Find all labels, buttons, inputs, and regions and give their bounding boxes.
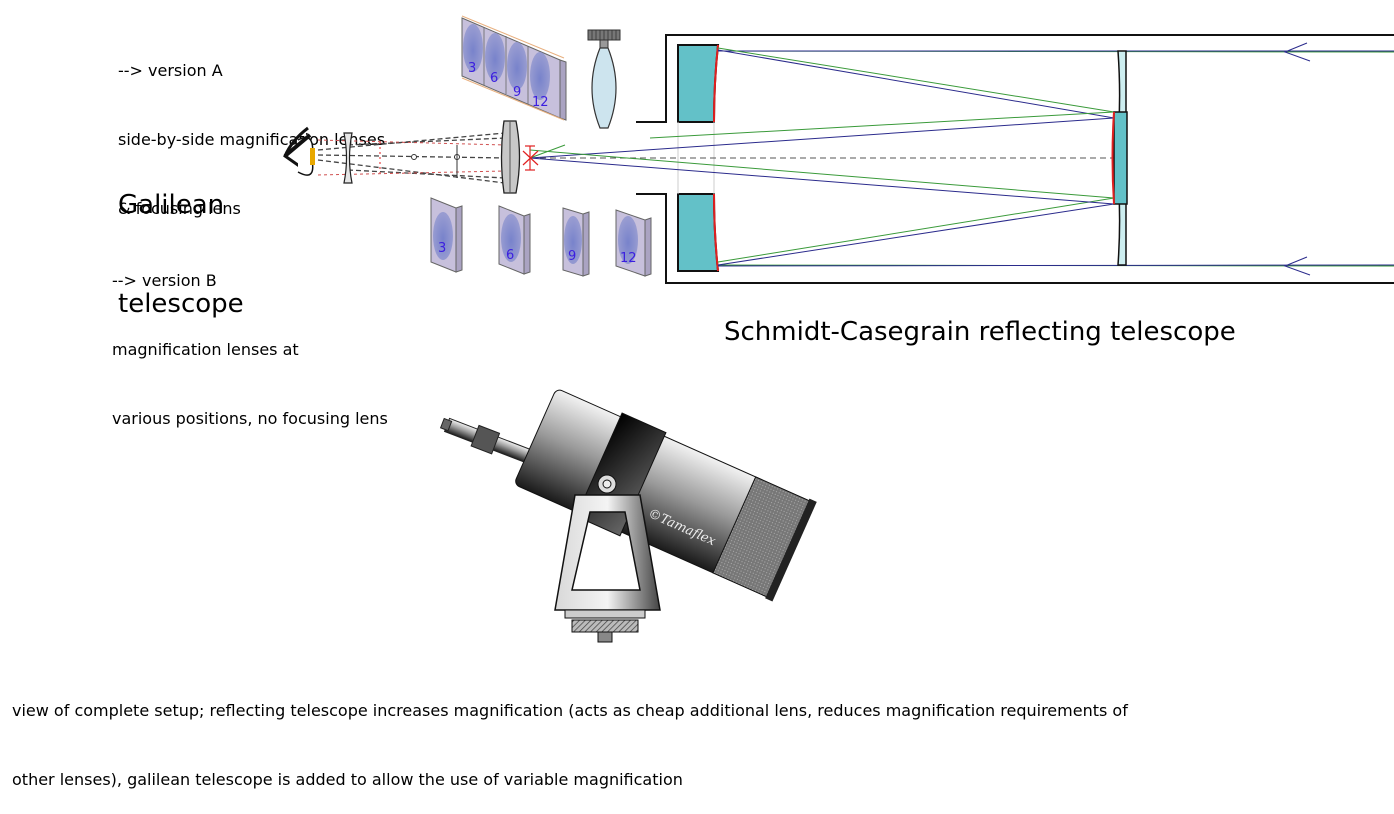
galilean-title-line-1: Galilean bbox=[118, 190, 225, 220]
svg-text:6: 6 bbox=[506, 248, 514, 263]
version-a-line-1: --> version A bbox=[118, 61, 223, 80]
version-a-line-3: & focusing lens bbox=[118, 199, 241, 218]
focusing-lens bbox=[587, 29, 621, 129]
lens-strip-version-a: 3 6 9 12 bbox=[461, 15, 567, 121]
lens-b-6: 6 bbox=[498, 205, 531, 275]
schmidt-cassegrain-title: Schmidt-Casegrain reflecting telescope bbox=[724, 317, 1236, 347]
version-b-note: --> version B magnification lenses at va… bbox=[112, 223, 388, 453]
lens-set-version-b: 3 6 9 12 bbox=[430, 197, 652, 277]
primary-mirror-surface-top bbox=[713, 44, 719, 123]
telescope-illustration: ©Tamaflex bbox=[439, 389, 817, 643]
svg-text:12: 12 bbox=[620, 251, 637, 266]
secondary-mirror-surface bbox=[1111, 111, 1115, 205]
ray-arrow-bottom bbox=[1283, 256, 1311, 276]
primary-mirror-top bbox=[677, 44, 720, 123]
lens-a-mag-9: 9 bbox=[513, 85, 521, 100]
svg-text:3: 3 bbox=[438, 241, 446, 256]
lens-b-9: 9 bbox=[562, 207, 590, 277]
primary-mirror-bottom bbox=[677, 193, 720, 272]
primary-mirror-surface-bottom bbox=[713, 193, 719, 272]
galilean-title-line-2: telescope bbox=[118, 289, 244, 319]
svg-text:9: 9 bbox=[568, 249, 576, 264]
lens-a-mag-12: 12 bbox=[532, 95, 549, 110]
schmidt-cassegrain-section bbox=[522, 34, 1394, 284]
eye-icon bbox=[283, 126, 315, 176]
lens-b-12: 12 bbox=[615, 209, 652, 277]
galilean-telescope-title: Galilean telescope bbox=[118, 123, 244, 354]
secondary-mirror bbox=[1113, 111, 1128, 205]
tube-outline bbox=[636, 34, 1394, 284]
mount-base-gear bbox=[571, 619, 639, 633]
focal-point-marker bbox=[522, 145, 539, 171]
light-rays bbox=[529, 42, 1394, 276]
lens-a-mag-3: 3 bbox=[468, 61, 476, 76]
caption-line-2: other lenses), galilean telescope is add… bbox=[12, 770, 683, 789]
version-b-line-2: magnification lenses at bbox=[112, 340, 299, 359]
lens-a-mag-6: 6 bbox=[490, 71, 498, 86]
caption-line-1: view of complete setup; reflecting teles… bbox=[12, 701, 1128, 720]
version-b-line-1: --> version B bbox=[112, 271, 217, 290]
lens-b-3: 3 bbox=[430, 197, 463, 273]
galilean-telescope-diagram bbox=[283, 120, 521, 194]
eyepiece-lens bbox=[343, 132, 353, 184]
telescope-mount bbox=[554, 494, 661, 611]
ray-arrow-top bbox=[1283, 42, 1311, 62]
version-b-line-3: various positions, no focusing lens bbox=[112, 409, 388, 428]
optics-diagram: 3 6 9 12 3 6 9 12 bbox=[283, 15, 1394, 643]
